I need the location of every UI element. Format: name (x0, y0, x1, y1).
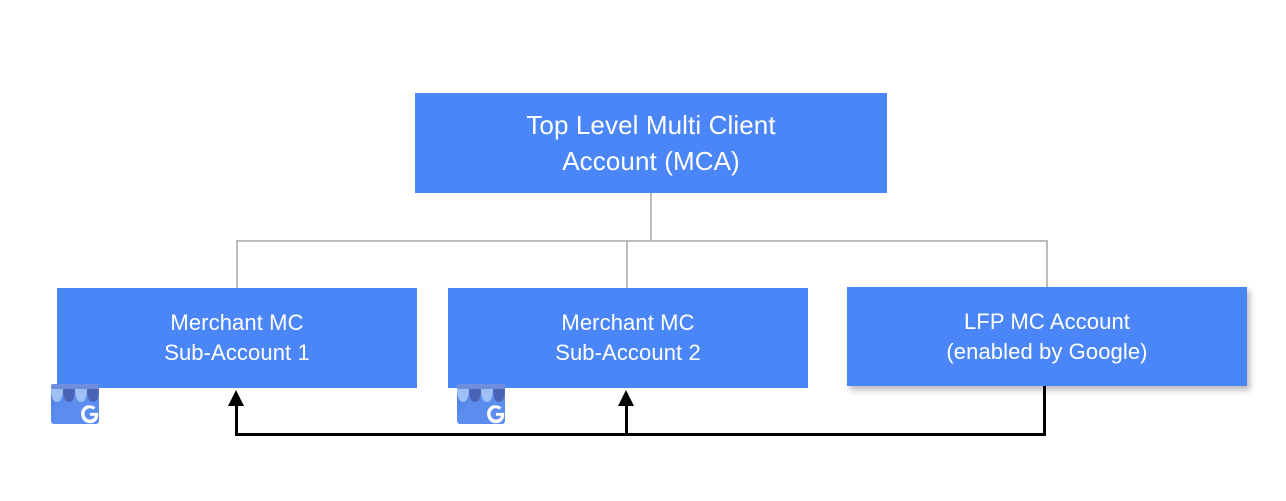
connector-drop-sub2 (626, 240, 628, 288)
flow-line-up-sub1 (235, 402, 238, 436)
flow-line-lfp-down (1043, 386, 1046, 436)
connector-drop-sub1 (236, 240, 238, 288)
arrowhead-into-sub1 (228, 390, 244, 406)
flow-line-up-sub2 (625, 402, 628, 436)
node-lfp-mc-account-label: LFP MC Account (enabled by Google) (946, 308, 1148, 364)
node-merchant-sub-account-1[interactable]: Merchant MC Sub-Account 1 (57, 288, 417, 388)
node-lfp-mc-account[interactable]: LFP MC Account (enabled by Google) (847, 287, 1247, 386)
flow-line-bottom (235, 433, 1045, 436)
connector-horizontal-bus (236, 240, 1048, 242)
node-merchant-sub-account-1-label: Merchant MC Sub-Account 1 (164, 310, 310, 365)
connector-mca-stem (650, 193, 652, 242)
node-top-level-mca[interactable]: Top Level Multi Client Account (MCA) (415, 93, 887, 193)
node-merchant-sub-account-2-label: Merchant MC Sub-Account 2 (555, 310, 701, 365)
connector-drop-lfp (1046, 240, 1048, 287)
node-top-level-mca-label: Top Level Multi Client Account (MCA) (526, 110, 776, 176)
node-merchant-sub-account-2[interactable]: Merchant MC Sub-Account 2 (448, 288, 808, 388)
google-business-profile-icon (447, 366, 515, 434)
google-business-profile-icon (41, 366, 109, 434)
arrowhead-into-sub2 (618, 390, 634, 406)
